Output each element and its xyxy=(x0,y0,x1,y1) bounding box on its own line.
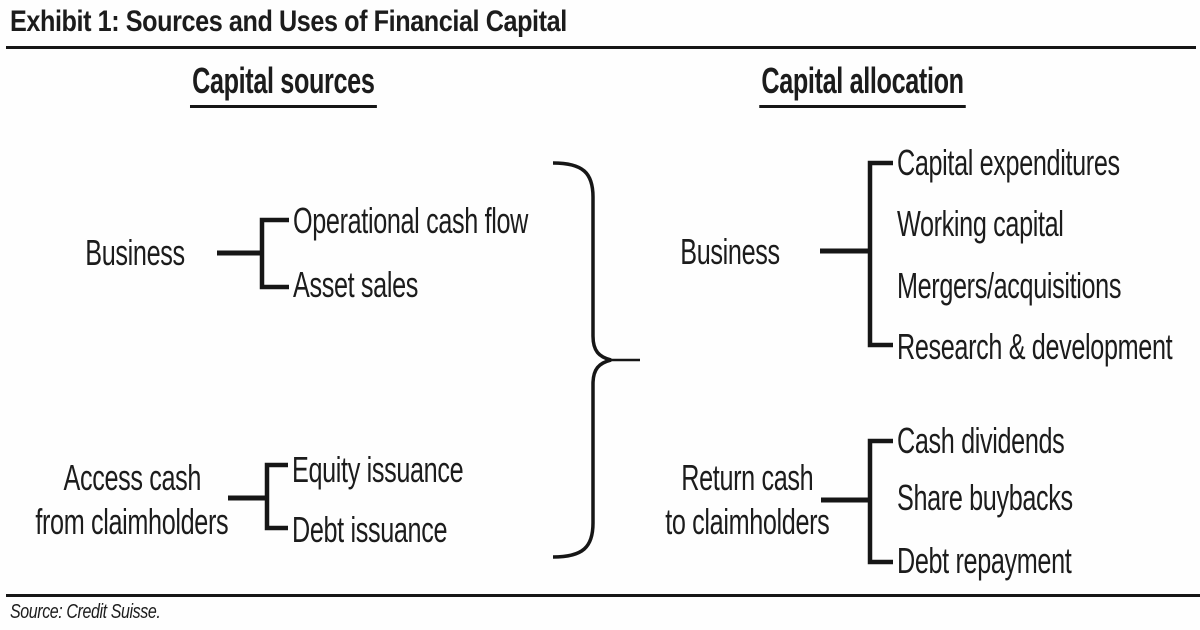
item-debt-repayment: Debt repayment xyxy=(897,540,1146,581)
allocation-business-bracket xyxy=(820,160,893,348)
title-rule xyxy=(6,46,1196,49)
item-operational-cash-flow-text: Operational cash flow xyxy=(293,200,528,241)
item-share-buybacks: Share buybacks xyxy=(897,477,1148,518)
item-working-capital-text: Working capital xyxy=(897,203,1064,244)
item-asset-sales-text: Asset sales xyxy=(293,264,419,305)
item-research-development-text: Research & development xyxy=(897,326,1173,367)
sources-claimholders-label-line1: Access cash xyxy=(63,457,201,498)
item-asset-sales: Asset sales xyxy=(293,264,472,305)
exhibit-title: Exhibit 1: Sources and Uses of Financial… xyxy=(10,5,673,39)
allocation-business-label-text: Business xyxy=(680,231,780,272)
column-header-capital-sources: Capital sources xyxy=(150,60,410,108)
capital-sources-header-text: Capital sources xyxy=(189,60,377,108)
allocation-business-label: Business xyxy=(640,231,820,272)
allocation-claimholders-label-line1: Return cash xyxy=(680,457,814,498)
item-equity-issuance: Equity issuance xyxy=(292,449,537,490)
item-equity-issuance-text: Equity issuance xyxy=(292,449,464,490)
item-debt-issuance: Debt issuance xyxy=(292,509,514,550)
allocation-claimholders-label: Return cash to claimholders xyxy=(653,455,841,545)
item-capital-expenditures: Capital expenditures xyxy=(897,142,1200,183)
source-credit: Source: Credit Suisse. xyxy=(10,601,198,624)
allocation-claimholders-label-line2: to claimholders xyxy=(664,501,830,542)
sources-business-label: Business xyxy=(35,232,235,273)
item-debt-repayment-text: Debt repayment xyxy=(897,540,1072,581)
sources-business-bracket xyxy=(217,217,289,290)
item-mergers-acquisitions-text: Mergers/acquisitions xyxy=(897,265,1122,306)
exhibit-title-text: Exhibit 1: Sources and Uses of Financial… xyxy=(10,5,567,38)
sources-claimholders-label-line2: from claimholders xyxy=(35,501,229,542)
sources-business-label-text: Business xyxy=(85,232,185,273)
sources-claimholders-bracket xyxy=(228,462,288,531)
item-operational-cash-flow: Operational cash flow xyxy=(293,200,629,241)
capital-allocation-header-text: Capital allocation xyxy=(759,60,966,108)
item-capital-expenditures-text: Capital expenditures xyxy=(897,142,1120,183)
footer-rule xyxy=(6,594,1200,597)
item-working-capital: Working capital xyxy=(897,203,1135,244)
allocation-claimholders-bracket xyxy=(821,438,893,565)
source-credit-text: Source: Credit Suisse. xyxy=(10,601,161,623)
item-mergers-acquisitions: Mergers/acquisitions xyxy=(897,265,1200,306)
item-research-development: Research & development xyxy=(897,326,1200,367)
item-cash-dividends: Cash dividends xyxy=(897,420,1136,461)
item-share-buybacks-text: Share buybacks xyxy=(897,477,1073,518)
item-cash-dividends-text: Cash dividends xyxy=(897,420,1065,461)
center-curly-brace xyxy=(552,161,640,559)
sources-claimholders-label: Access cash from claimholders xyxy=(12,455,252,545)
item-debt-issuance-text: Debt issuance xyxy=(292,509,448,550)
column-header-capital-allocation: Capital allocation xyxy=(715,60,995,108)
